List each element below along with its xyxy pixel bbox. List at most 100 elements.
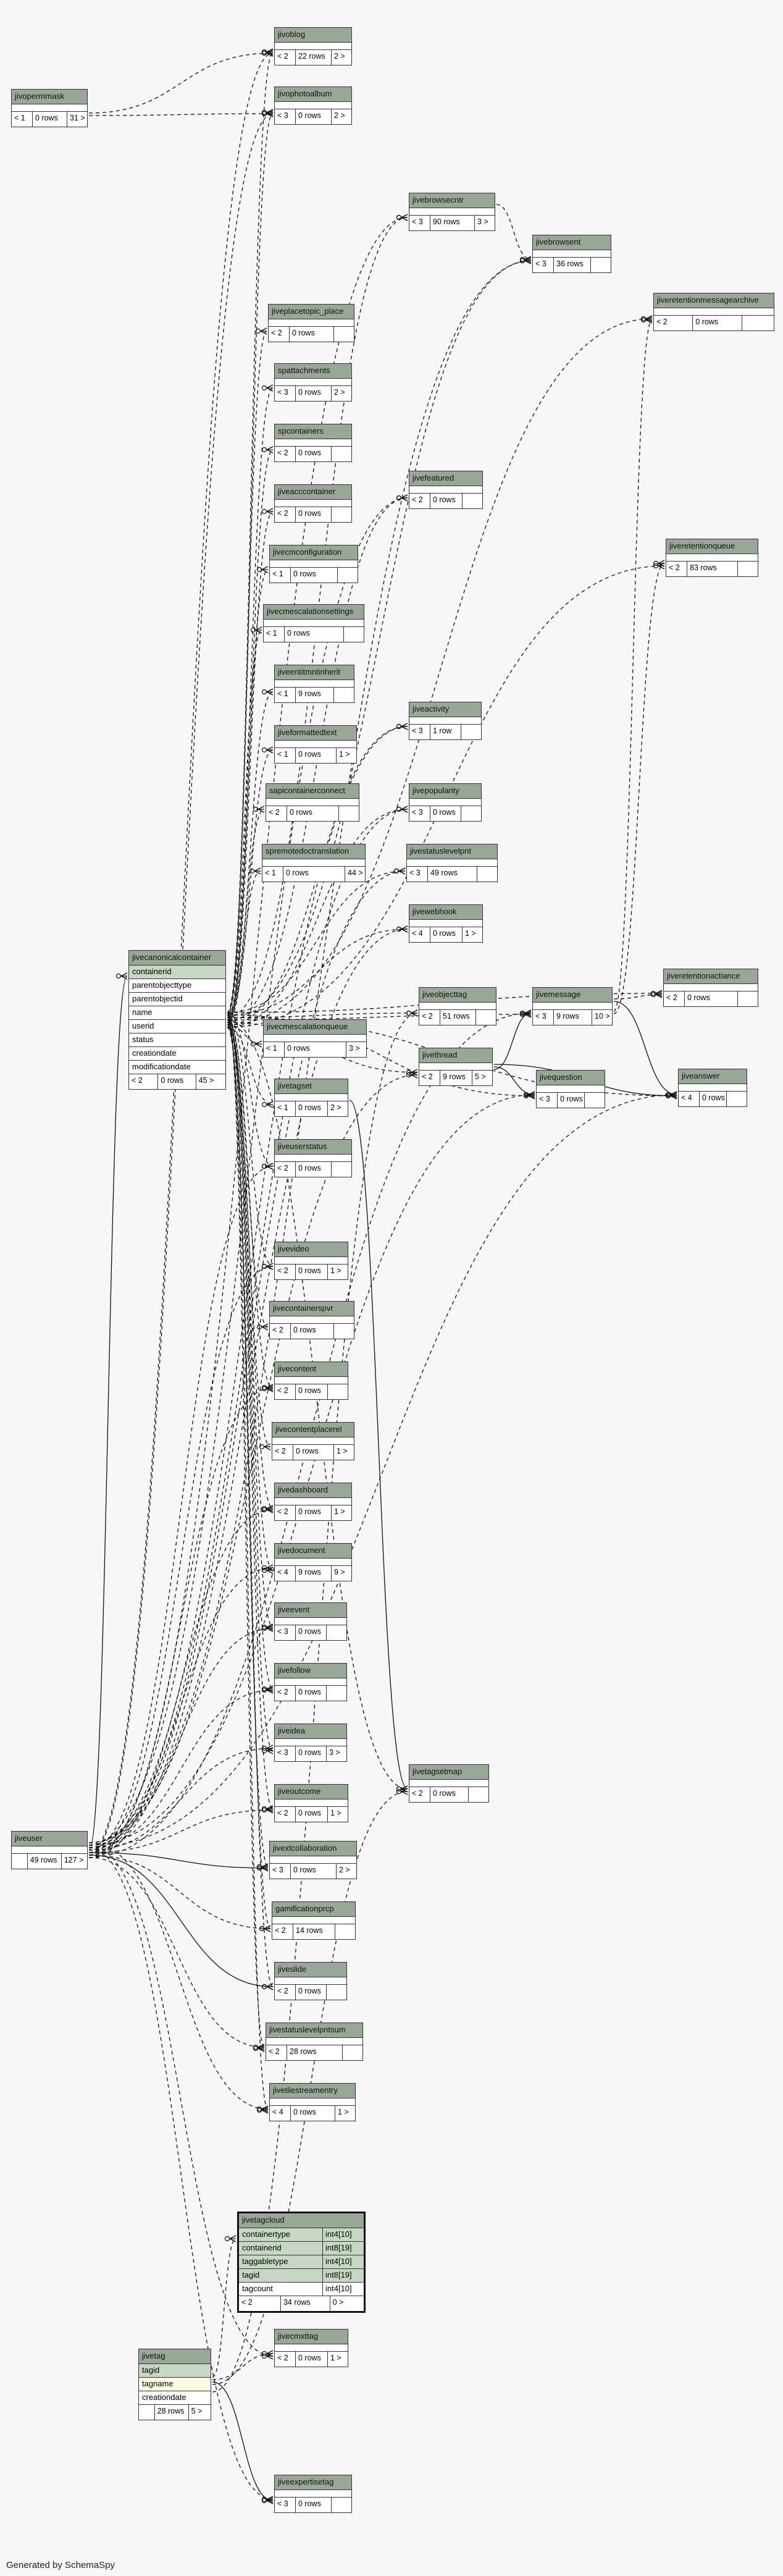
table-title[interactable]: jivetag: [139, 2349, 211, 2364]
table-title[interactable]: jivetilestreamentry: [270, 2084, 355, 2098]
table-title[interactable]: jiveretentionactiance: [664, 969, 758, 984]
table-title[interactable]: jiveentitmntinherit: [275, 665, 354, 680]
table-title[interactable]: jivefollow: [275, 1664, 346, 1678]
column-row[interactable]: userid: [129, 1020, 225, 1033]
table-title[interactable]: jivextcollaboration: [270, 1842, 356, 1856]
table-title[interactable]: jiveacccontainer: [275, 485, 351, 500]
column-row[interactable]: containerid: [129, 966, 225, 979]
column-row[interactable]: creationdate: [129, 1047, 225, 1061]
table-title[interactable]: jivetagset: [275, 1079, 348, 1094]
table-title[interactable]: jivopermmask: [12, 90, 87, 104]
table-title[interactable]: jiveslide: [275, 1963, 346, 1977]
table-title[interactable]: jivetagsetmap: [409, 1765, 488, 1780]
table-title[interactable]: jivemessage: [533, 988, 612, 1003]
table-title[interactable]: jivestatuslevelpnt: [407, 844, 497, 859]
table-title[interactable]: jiveexpertisetag: [275, 2475, 351, 2490]
table-title[interactable]: jiveoutcome: [275, 1785, 348, 1799]
table-title[interactable]: jivecontent: [275, 1362, 348, 1377]
table-title[interactable]: jivebrowsent: [533, 235, 611, 250]
table-title[interactable]: jivetagcloud: [239, 2213, 364, 2228]
table-title[interactable]: jiveretentionqueue: [666, 539, 758, 554]
table-title[interactable]: jivebrowsecntr: [409, 193, 495, 208]
table-title[interactable]: jivethread: [419, 1048, 492, 1063]
column-row[interactable]: tagname: [139, 2378, 211, 2391]
table-title[interactable]: jiveidea: [275, 1724, 346, 1739]
table-title[interactable]: jivedashboard: [275, 1483, 351, 1498]
table-title[interactable]: jivecmconfiguration: [270, 545, 358, 560]
table-title[interactable]: jivecanonicalcontainer: [129, 951, 225, 966]
column-row[interactable]: tagid: [139, 2364, 211, 2378]
column-row[interactable]: creationdate: [139, 2391, 211, 2405]
column-row[interactable]: parentobjecttype: [129, 979, 225, 993]
table-title[interactable]: jivestatuslevelpntsum: [266, 2023, 362, 2038]
table-title[interactable]: jiveplacetopic_place: [269, 305, 354, 319]
table-title[interactable]: jivequestion: [537, 1071, 605, 1085]
table-title[interactable]: jiveretentionmessagearchive: [654, 293, 774, 308]
table-title[interactable]: jivefeatured: [409, 471, 482, 486]
table-title[interactable]: spcontainers: [275, 424, 351, 439]
table-title[interactable]: jivecontainerspvr: [270, 1302, 354, 1316]
table-title[interactable]: jivophotoalbum: [275, 87, 351, 102]
column-row[interactable]: parentobjectid: [129, 993, 225, 1006]
table-title[interactable]: sapicontainerconnect: [266, 784, 359, 799]
table-title[interactable]: jivecmescalationqueue: [264, 1020, 366, 1035]
table-title[interactable]: jivecontentplacerel: [272, 1423, 354, 1437]
table-title[interactable]: jiveobjecttag: [419, 988, 496, 1003]
table-title[interactable]: jiveuser: [12, 1832, 87, 1846]
table-title[interactable]: jivewebhook: [409, 905, 482, 920]
table-title[interactable]: spremotedoctranslation: [262, 844, 365, 859]
column-row[interactable]: status: [129, 1033, 225, 1047]
table-title[interactable]: jiveuserstatus: [275, 1140, 351, 1155]
table-title[interactable]: jivecmxttag: [275, 2330, 348, 2344]
column-row[interactable]: name: [129, 1006, 225, 1020]
column-row[interactable]: modificationdate: [129, 1061, 225, 1074]
table-title[interactable]: jiveanswer: [679, 1069, 747, 1084]
